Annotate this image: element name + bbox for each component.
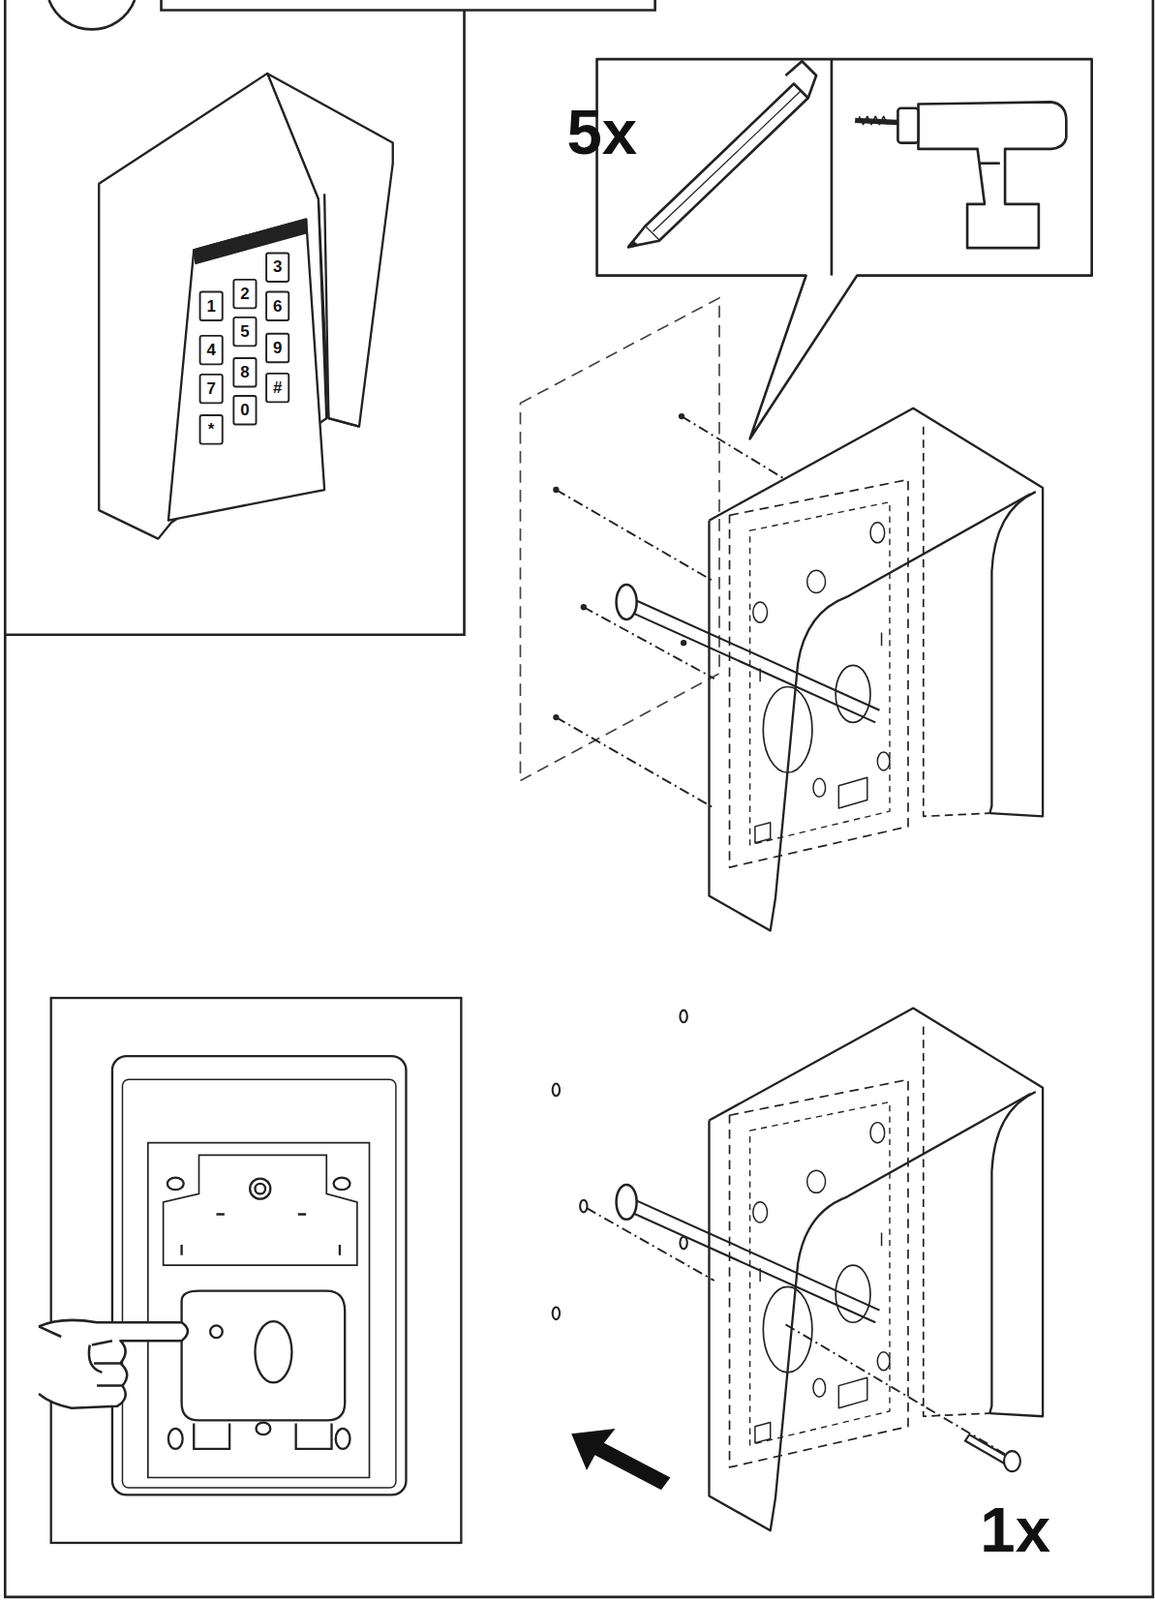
key-label: 1 xyxy=(206,298,215,315)
key-label: 3 xyxy=(273,259,282,276)
key-label: * xyxy=(208,421,215,438)
quantity-label: 1x xyxy=(979,1499,1051,1563)
key-label: 4 xyxy=(206,341,215,359)
quantity-label: 5x xyxy=(566,100,638,164)
key-label: 2 xyxy=(240,285,249,303)
key-label: 7 xyxy=(206,380,215,397)
key-label: 9 xyxy=(273,339,282,357)
key-label: 0 xyxy=(240,401,249,419)
key-label: 8 xyxy=(240,364,249,381)
key-label: # xyxy=(273,379,282,396)
key-label: 6 xyxy=(273,298,282,315)
key-label: 5 xyxy=(240,323,249,340)
